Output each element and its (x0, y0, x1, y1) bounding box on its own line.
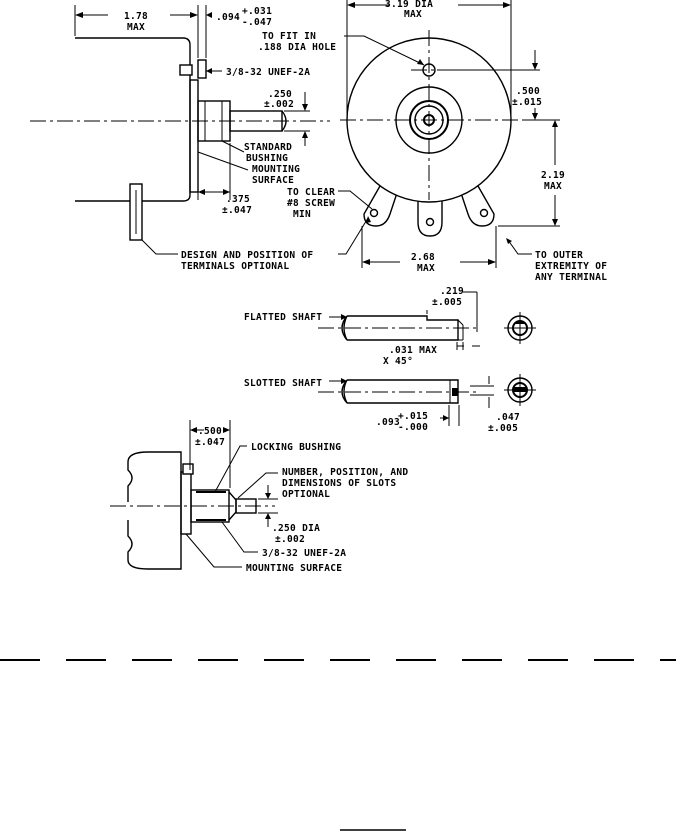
outer-note-1: TO OUTER (535, 250, 583, 261)
lock-mounting-label: MOUNTING SURFACE (246, 563, 342, 574)
flatted-shaft-end-view (504, 312, 536, 344)
chamfer-angle-label: X 45° (383, 356, 413, 367)
front-dia-label: 3.19 DIA (385, 0, 433, 10)
hole-note-2: .188 DIA HOLE (258, 42, 336, 53)
slots-note-3: OPTIONAL (282, 489, 330, 500)
side-shaft-dia-tol: ±.002 (264, 99, 294, 110)
lock-thread-label: 3/8-32 UNEF-2A (262, 548, 346, 559)
pin-offset-label: .500 (516, 86, 540, 97)
side-width-label: 1.78 (124, 11, 148, 22)
slot-depth-tol-minus: -.000 (398, 422, 428, 433)
slot-width-tol: ±.005 (488, 423, 518, 434)
flatted-shaft-dimensions: FLATTED SHAFT .219 ±.005 .031 MAX X 45° (244, 286, 480, 367)
flange-tol-minus: -.047 (242, 17, 272, 28)
slotted-shaft-view (318, 374, 536, 406)
terminals-note-2: TERMINALS OPTIONAL (181, 261, 289, 272)
locking-bushing-dimensions: .500 ±.047 LOCKING BUSHING NUMBER, POSIT… (185, 420, 408, 574)
flat-len-tol: ±.005 (432, 297, 462, 308)
front-dia-max-label: MAX (404, 9, 422, 20)
flatted-shaft-label: FLATTED SHAFT (244, 312, 322, 323)
side-view (30, 37, 330, 241)
flange-tol-plus: +.031 (242, 6, 272, 17)
terminals-note-1: DESIGN AND POSITION OF (181, 250, 313, 261)
slotted-shaft-label: SLOTTED SHAFT (244, 378, 322, 389)
front-width-max-label: MAX (417, 263, 435, 274)
front-view-dimensions: 3.19 DIA MAX TO FIT IN .188 DIA HOLE .50… (258, 0, 607, 283)
side-view-dimensions: 1.78 MAX .094 +.031 -.047 3/8-32 UNEF-2A… (74, 5, 313, 272)
flange-dim-label: .094 (216, 12, 240, 23)
locking-bushing-view (110, 451, 275, 570)
slotted-shaft-dimensions: SLOTTED SHAFT .093 +.015 -.000 .047 ±.00… (244, 376, 520, 434)
front-height-max-label: MAX (544, 181, 562, 192)
clear-note-3: MIN (293, 209, 311, 220)
clear-note-1: TO CLEAR (287, 187, 335, 198)
bushing-note-4: SURFACE (252, 175, 294, 186)
pin-offset-tol: ±.015 (512, 97, 542, 108)
slotted-shaft-end-view (504, 374, 536, 406)
locking-bushing-label: LOCKING BUSHING (251, 442, 341, 453)
clear-note-2: #8 SCREW (287, 198, 335, 209)
side-thread-label: 3/8-32 UNEF-2A (226, 67, 310, 78)
flatted-shaft-view (318, 312, 536, 344)
side-shaft-dia-label: .250 (268, 89, 292, 100)
bushing-len-tol: ±.047 (222, 205, 252, 216)
outer-note-2: EXTREMITY OF (535, 261, 607, 272)
lock-shaft-dia-tol: ±.002 (275, 534, 305, 545)
bushing-note-1: STANDARD (244, 142, 292, 153)
slot-depth-tol-plus: +.015 (398, 411, 428, 422)
chamfer-label: .031 MAX (389, 345, 437, 356)
slots-note-2: DIMENSIONS OF SLOTS (282, 478, 396, 489)
bushing-len-label: .375 (226, 194, 250, 205)
front-height-label: 2.19 (541, 170, 565, 181)
bushing-note-3: MOUNTING (252, 164, 300, 175)
slot-depth-label: .093 (376, 417, 400, 428)
lock-shaft-dia-label: .250 DIA (272, 523, 320, 534)
slot-width-label: .047 (496, 412, 520, 423)
lock-len-label: .500 (198, 426, 222, 437)
bushing-note-2: BUSHING (246, 153, 288, 164)
lock-len-tol: ±.047 (195, 437, 225, 448)
hole-note-1: TO FIT IN (262, 31, 316, 42)
slots-note-1: NUMBER, POSITION, AND (282, 467, 408, 478)
side-width-max-label: MAX (127, 22, 145, 33)
front-view (340, 30, 520, 237)
flat-len-label: .219 (440, 286, 464, 297)
outer-note-3: ANY TERMINAL (535, 272, 607, 283)
front-width-label: 2.68 (411, 252, 435, 263)
